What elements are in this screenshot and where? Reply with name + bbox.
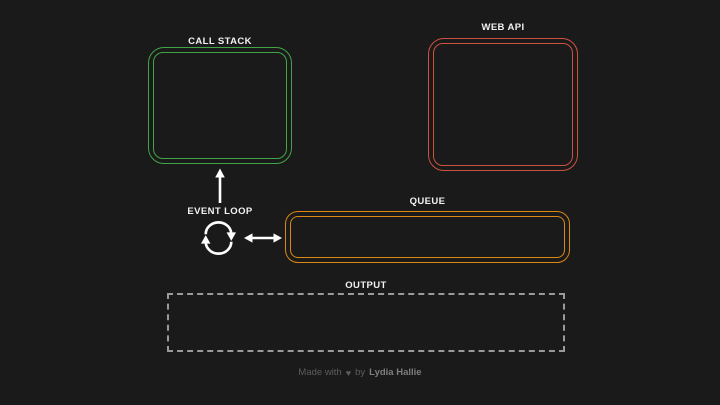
heart-icon: ♥: [345, 368, 352, 378]
call-stack-label: CALL STACK: [188, 36, 252, 47]
footer-author: Lydia Hallie: [369, 367, 422, 378]
queue-label: QUEUE: [409, 196, 446, 207]
call-stack-box-inner: [153, 52, 287, 159]
footer-by: by: [355, 367, 366, 378]
event-loop-queue-arrow: [244, 233, 282, 243]
event-loop-to-call-stack-arrow: [215, 168, 225, 203]
sync-loop-icon: [200, 221, 237, 255]
web-api-label: WEB API: [481, 22, 525, 33]
footer-credit: Made with ♥ by Lydia Hallie: [0, 367, 720, 379]
web-api-box: [428, 38, 578, 171]
web-api-box-inner: [433, 43, 573, 166]
event-loop-label: EVENT LOOP: [187, 206, 253, 217]
output-label: OUTPUT: [345, 280, 387, 291]
footer-made-with: Made with: [298, 367, 342, 378]
queue-box: [285, 211, 570, 263]
queue-box-inner: [290, 216, 565, 258]
output-box: [167, 293, 565, 352]
call-stack-box: [148, 47, 292, 164]
